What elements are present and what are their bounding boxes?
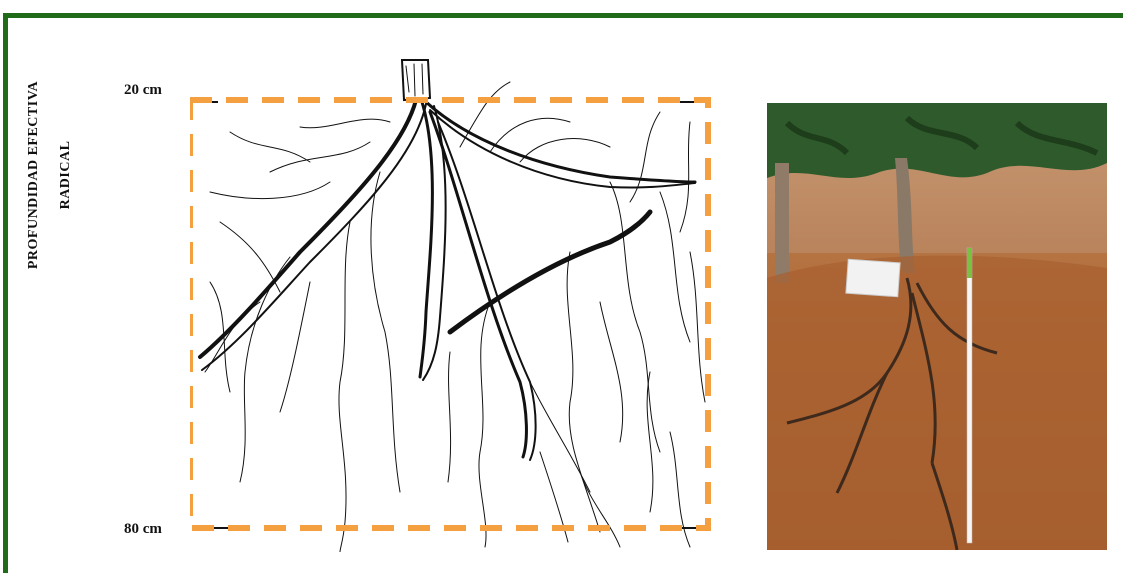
measuring-tape <box>967 248 972 543</box>
label-card <box>846 259 900 297</box>
root-network <box>200 60 705 552</box>
soil-pit-photo <box>767 103 1107 550</box>
measuring-tape-top <box>967 248 972 278</box>
root-system-drawing <box>190 52 720 552</box>
effective-root-depth-title: PROFUNDIDAD EFECTIVA RADICAL <box>18 55 82 295</box>
axis-title-line-2: RADICAL <box>50 55 82 295</box>
axis-title-line-1: PROFUNDIDAD EFECTIVA <box>18 55 50 295</box>
depth-label-bottom: 80 cm <box>124 521 162 538</box>
frame-border-top <box>3 13 1123 18</box>
vine-trunk-left <box>775 163 789 283</box>
frame-border-left <box>3 13 8 573</box>
depth-label-top: 20 cm <box>124 82 162 99</box>
